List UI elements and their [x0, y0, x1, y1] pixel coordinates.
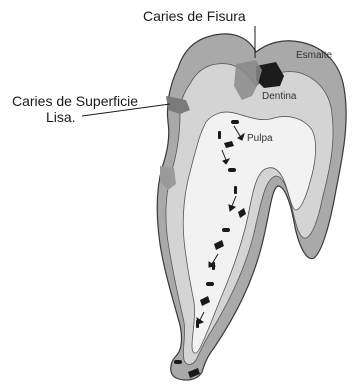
- label-pulpa: Pulpa: [247, 134, 273, 144]
- label-dentina: Dentina: [262, 92, 296, 102]
- label-caries-de-superficie: Caries de Superficie: [12, 94, 138, 108]
- label-lisa: Lisa.: [46, 110, 76, 124]
- label-esmalte: Esmalte: [296, 51, 332, 61]
- label-caries-de-fisura: Caries de Fisura: [143, 9, 246, 23]
